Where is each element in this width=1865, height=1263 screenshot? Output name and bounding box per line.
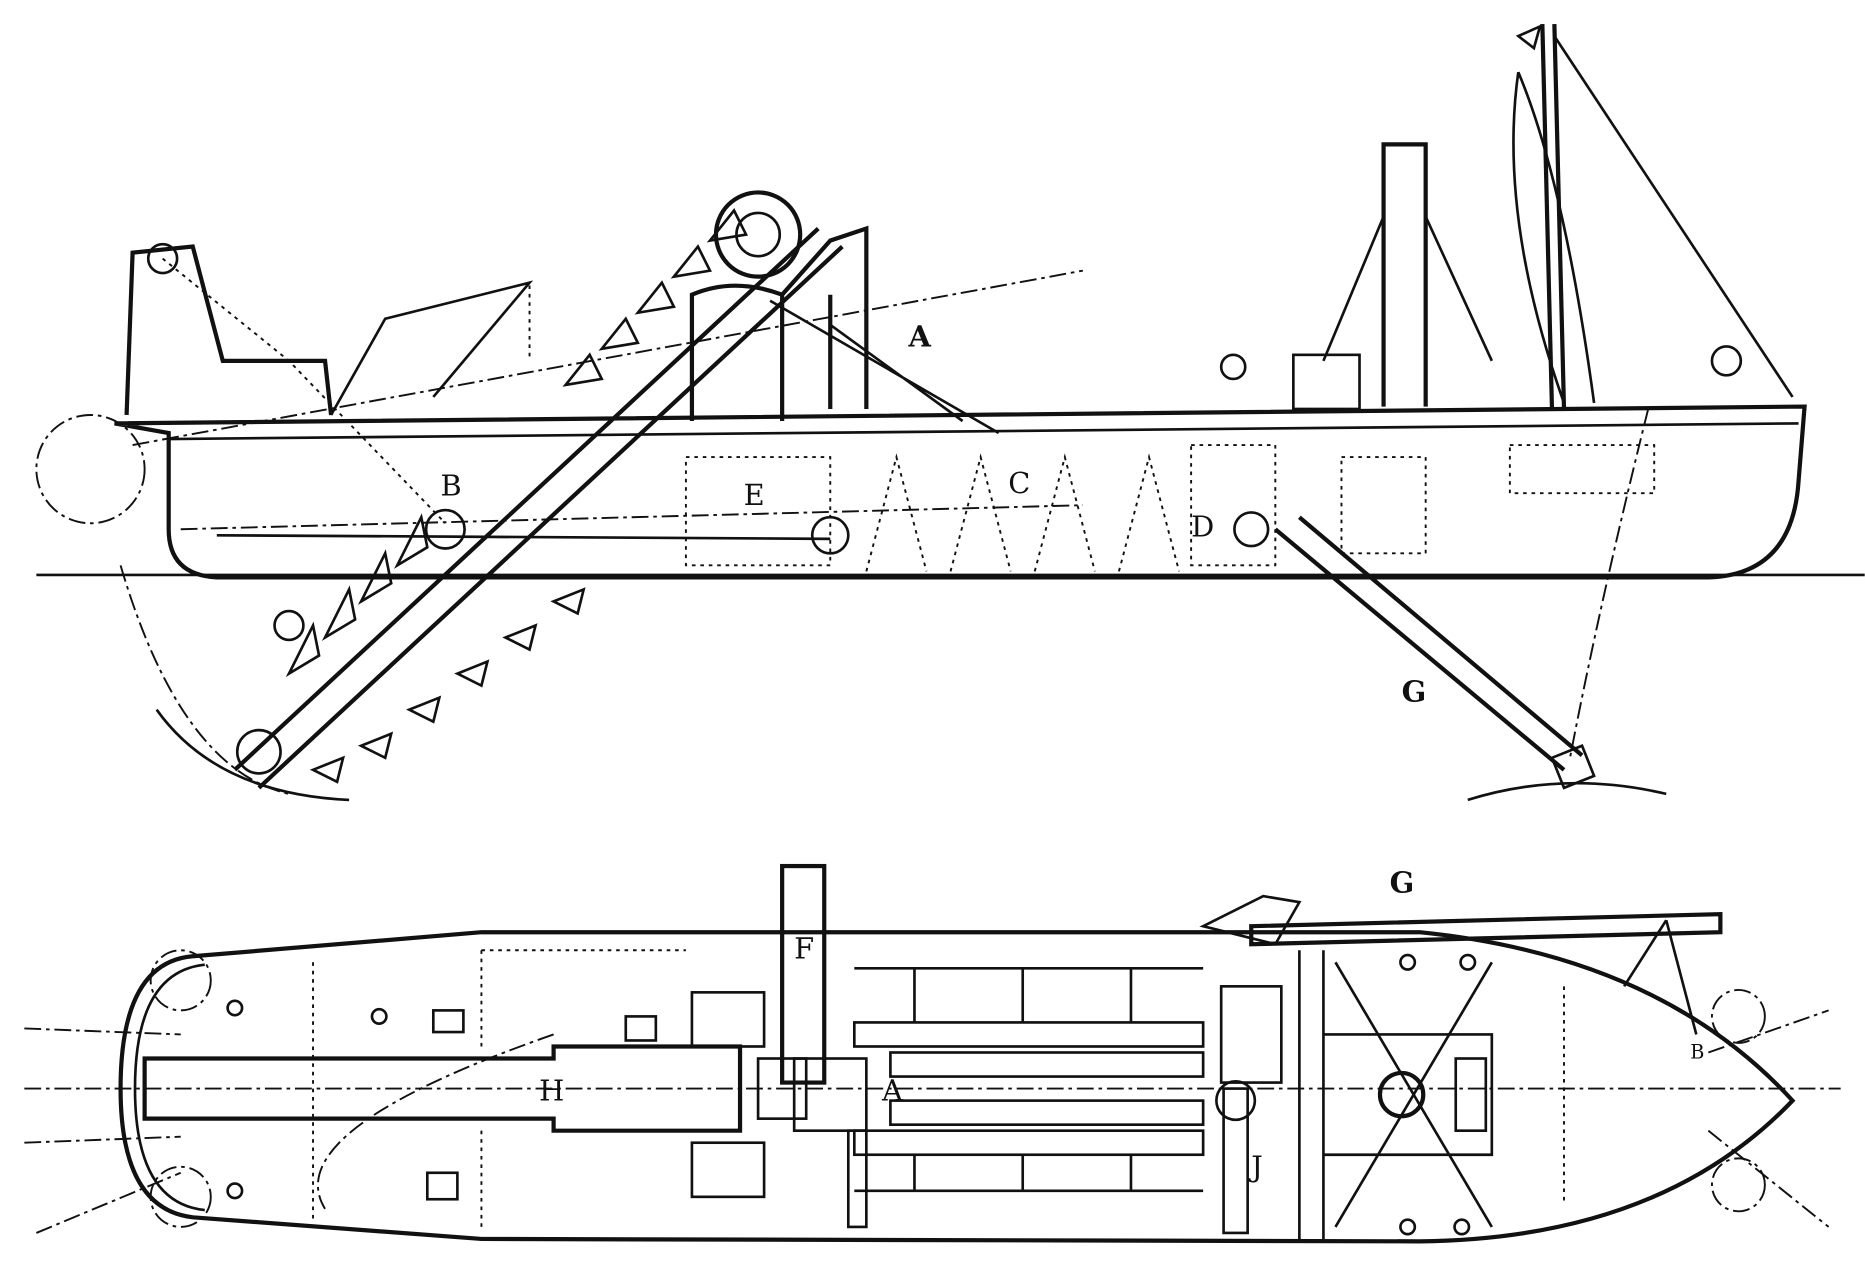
hoppers	[865, 453, 1181, 572]
rudder-arc	[35, 414, 146, 525]
suction-pipe-plan	[1249, 912, 1723, 947]
suction-pipe	[1273, 515, 1584, 772]
sail	[1512, 71, 1596, 404]
hull-plan	[118, 930, 1796, 1244]
label-e: E	[744, 478, 765, 512]
label-b: B	[441, 469, 462, 503]
grating	[690, 991, 766, 1048]
derrick	[329, 280, 534, 416]
gantry	[689, 225, 869, 421]
plan-view: F G H A J B	[24, 863, 1841, 1244]
pipe-j	[1222, 1087, 1249, 1235]
label-h: H	[539, 1074, 564, 1108]
funnel	[1381, 142, 1428, 407]
lower-tumbler	[235, 728, 282, 775]
buckets	[285, 208, 749, 784]
bow-structure	[124, 244, 334, 416]
gantry-plan	[780, 863, 827, 1085]
label-a-plan: A	[881, 1074, 904, 1108]
flag	[1515, 24, 1542, 51]
label-c: C	[1008, 466, 1030, 500]
bucket-ladder	[233, 226, 844, 790]
seabed-left	[155, 708, 350, 802]
shaft	[216, 533, 831, 541]
stay	[1553, 35, 1794, 398]
label-a: A	[907, 319, 931, 353]
ladder-well	[142, 1044, 743, 1133]
label-b-plan: B	[1690, 1041, 1704, 1064]
side-elevation: A B C D E G	[35, 24, 1865, 802]
hull-side	[114, 404, 1807, 580]
mast	[1540, 24, 1567, 410]
winch	[1377, 1070, 1426, 1119]
label-f: F	[794, 932, 814, 966]
hopper-plan	[852, 966, 1205, 1193]
upper-tumbler	[713, 190, 803, 279]
pump	[1190, 444, 1277, 567]
label-g: G	[1402, 674, 1427, 708]
label-j: J	[1248, 1149, 1263, 1183]
seabed	[1467, 781, 1667, 802]
label-d: D	[1191, 509, 1214, 543]
label-g-plan: G	[1390, 866, 1415, 900]
pulley-wheel	[146, 242, 179, 275]
